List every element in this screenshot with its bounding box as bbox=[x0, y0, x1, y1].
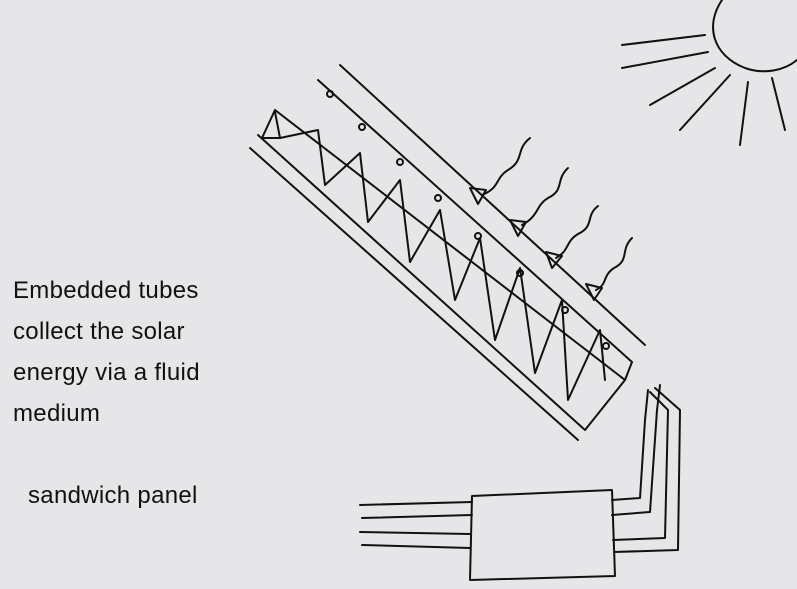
panel-label: sandwich panel bbox=[28, 482, 198, 509]
truss bbox=[274, 111, 606, 401]
sandwich-panel bbox=[249, 64, 646, 441]
collector-box bbox=[359, 384, 681, 581]
solar-ray-arrow-icon bbox=[469, 137, 633, 301]
sun-icon bbox=[621, 0, 797, 146]
caption-text: Embedded tubes collect the solar energy … bbox=[13, 277, 200, 427]
tube-dots bbox=[326, 90, 610, 350]
